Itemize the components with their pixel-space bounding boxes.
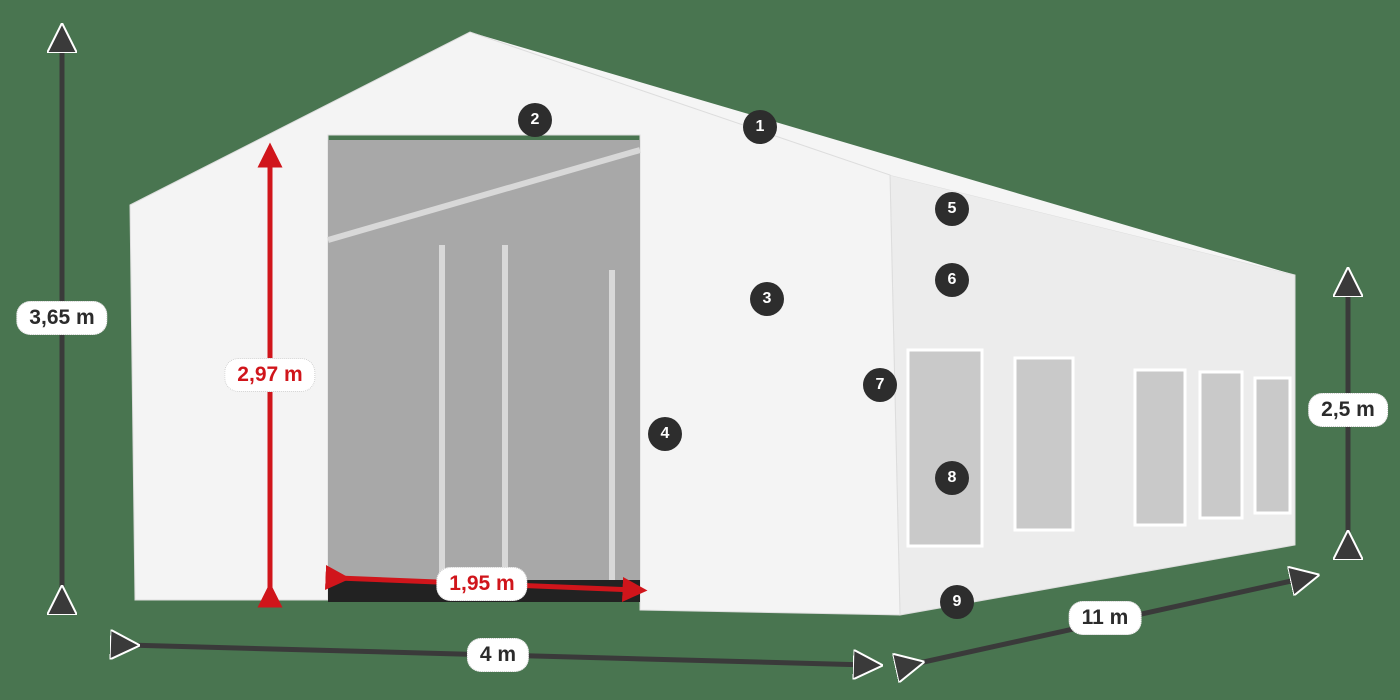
- marker-1: 1: [743, 110, 777, 144]
- length-label: 11 m: [1068, 601, 1142, 635]
- marker-7: 7: [863, 368, 897, 402]
- total-height-label: 3,65 m: [16, 301, 108, 335]
- marker-8: 8: [935, 461, 969, 495]
- door-height-label: 2,97 m: [224, 358, 316, 392]
- marker-4: 4: [648, 417, 682, 451]
- width-label: 4 m: [466, 638, 530, 672]
- side-height-label: 2,5 m: [1308, 393, 1388, 427]
- door-width-label: 1,95 m: [436, 567, 528, 601]
- marker-9: 9: [940, 585, 974, 619]
- marker-2: 2: [518, 103, 552, 137]
- marker-3: 3: [750, 282, 784, 316]
- marker-6: 6: [935, 263, 969, 297]
- marker-5: 5: [935, 192, 969, 226]
